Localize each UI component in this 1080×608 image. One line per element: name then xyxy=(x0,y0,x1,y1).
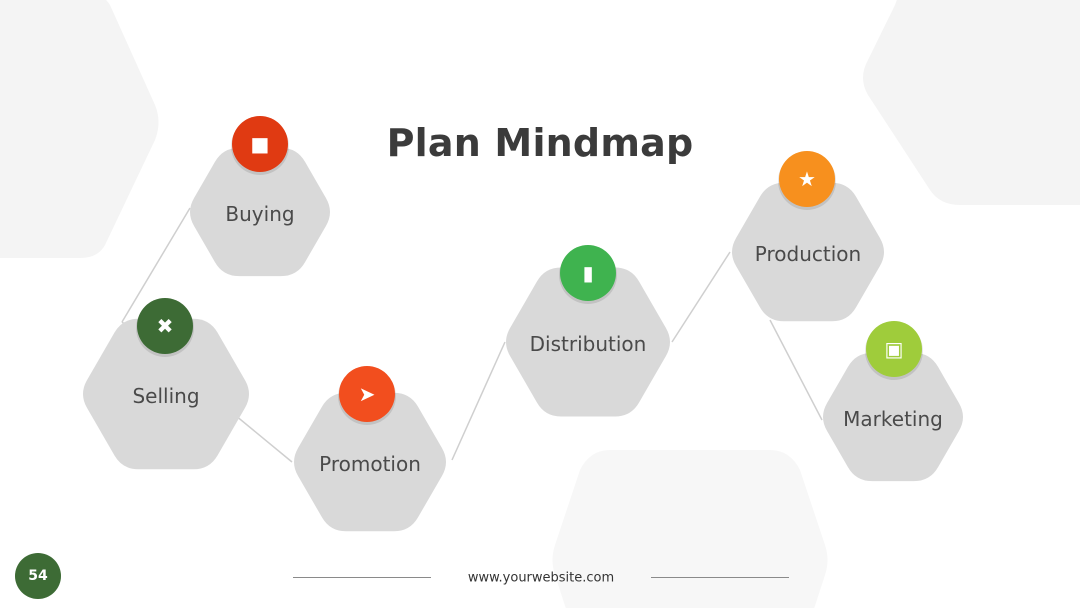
package-icon: ▣ xyxy=(885,337,904,361)
hexagon-distribution xyxy=(506,267,670,417)
connector-line xyxy=(671,251,731,343)
rocket-icon: ★ xyxy=(798,167,816,191)
footer-line-left xyxy=(293,577,431,578)
hexagon-marketing xyxy=(823,352,963,482)
icon-circle-selling xyxy=(137,298,193,354)
hexagon-selling xyxy=(83,318,249,470)
hexagon-production xyxy=(732,182,884,322)
bg-hexagon-bottom xyxy=(552,450,828,608)
hexagon-promotion xyxy=(294,392,446,532)
page-number-badge xyxy=(15,553,61,599)
hexagon-nodes xyxy=(83,147,963,532)
hexagon-buying xyxy=(190,147,330,277)
paper-plane-icon: ➤ xyxy=(359,382,376,406)
node-label-production: Production xyxy=(754,242,862,266)
page-title: Plan Mindmap xyxy=(386,121,694,165)
footer-website: www.yourwebsite.com xyxy=(467,570,615,586)
footer-line-right xyxy=(651,577,789,578)
icon-circles: ✖ ■ ➤ ▮ ★ ▣ xyxy=(136,116,923,425)
page-number: 54 xyxy=(28,568,48,584)
icon-circle-marketing xyxy=(866,321,922,377)
connector-line xyxy=(451,341,506,461)
book-icon: ■ xyxy=(251,132,270,156)
icon-circle-production xyxy=(779,151,835,207)
bg-hexagon-left xyxy=(0,0,159,258)
node-label-promotion: Promotion xyxy=(319,452,421,476)
node-label-distribution: Distribution xyxy=(529,332,647,356)
node-label-marketing: Marketing xyxy=(843,407,943,431)
icon-circle-buying xyxy=(232,116,288,172)
node-label-buying: Buying xyxy=(225,202,295,226)
icon-circle-distribution xyxy=(560,245,616,301)
windmill-icon: ✖ xyxy=(157,314,174,338)
bg-hexagon-right xyxy=(863,0,1080,205)
node-label-selling: Selling xyxy=(132,384,200,408)
ticket-icon: ▮ xyxy=(582,261,593,285)
connector-line xyxy=(769,319,823,421)
connector-line xyxy=(121,207,191,323)
icon-circle-promotion xyxy=(339,366,395,422)
